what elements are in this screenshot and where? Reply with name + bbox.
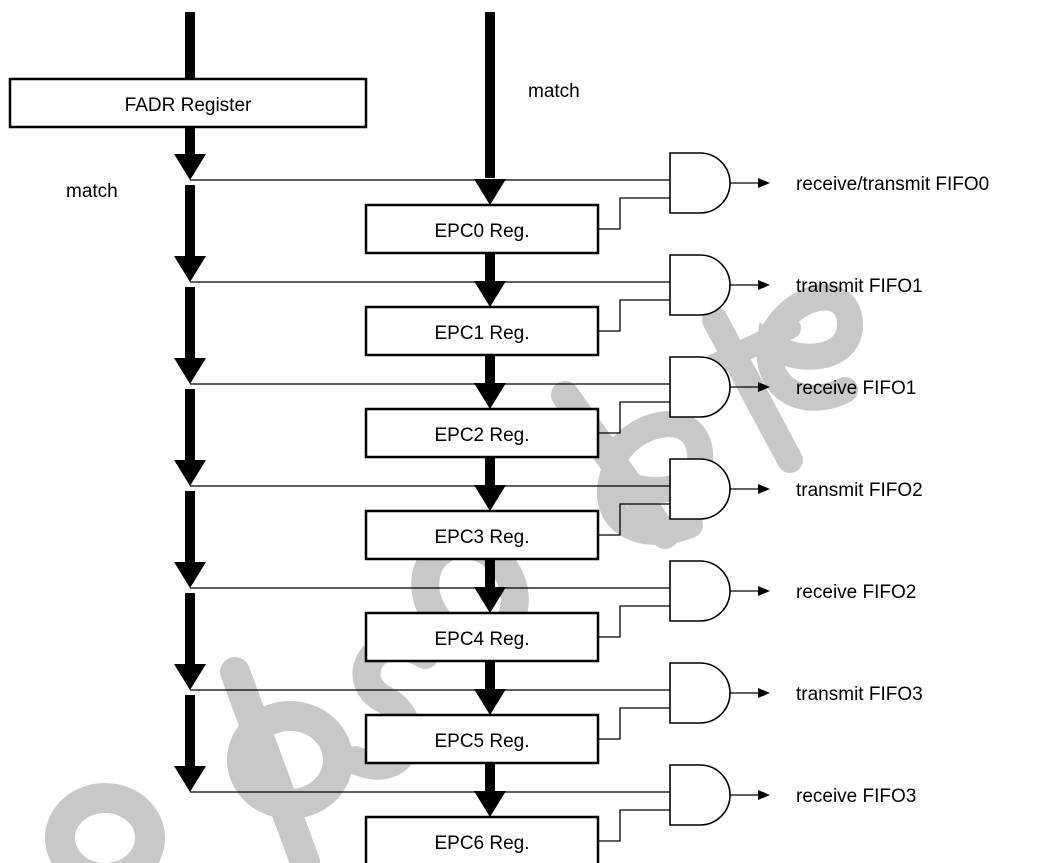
endpoint-row: EPC4 Reg. receive FIFO2 (190, 559, 916, 663)
endpoint-row: EPC6 Reg. receive FIFO3 (190, 763, 916, 863)
enable-wire (598, 503, 670, 536)
fifo-output-label: transmit FIFO1 (796, 276, 923, 297)
fifo-output-label: receive FIFO1 (796, 378, 916, 399)
left-bus-arrow-3 (174, 460, 206, 486)
and-gate (669, 662, 731, 724)
output-arrowhead (758, 280, 770, 290)
epc-register-label: EPC6 Reg. (434, 833, 529, 854)
fifo-output-label: receive FIFO3 (796, 786, 916, 807)
epc-register-box (364, 509, 600, 561)
and-gate (669, 560, 731, 622)
enable-wire (598, 707, 670, 740)
right-bus-arrow-6 (474, 791, 506, 817)
output-arrowhead (758, 586, 770, 596)
output-arrowhead (758, 382, 770, 392)
output-arrowhead (758, 688, 770, 698)
fifo-output-label: receive/transmit FIFO0 (796, 174, 989, 195)
endpoint-row: EPC0 Reg. receive/transmit FIFO0 (190, 152, 989, 255)
right-bus-arrow-1 (474, 281, 506, 307)
left-bus-arrow-1 (174, 256, 206, 282)
enable-wire (598, 809, 670, 842)
endpoint-row: EPC5 Reg. transmit FIFO3 (190, 661, 923, 765)
endpoint-row: EPC2 Reg. receive FIFO1 (190, 355, 916, 459)
match-label-top: match (528, 81, 580, 102)
and-gate (669, 458, 731, 520)
epc-register-label: EPC5 Reg. (434, 731, 529, 752)
and-gate (669, 152, 731, 214)
epc-register-label: EPC3 Reg. (434, 527, 529, 548)
right-bus-arrow-5 (474, 689, 506, 715)
and-gate (669, 764, 731, 826)
output-arrowhead (758, 790, 770, 800)
enable-wire (598, 605, 670, 638)
left-bus-arrow-2 (174, 358, 206, 384)
fifo-output-label: receive FIFO2 (796, 582, 916, 603)
output-arrowhead (758, 484, 770, 494)
right-bus-arrow-3 (474, 485, 506, 511)
enable-wire (598, 401, 670, 434)
enable-wire (598, 197, 670, 230)
fifo-output-label: transmit FIFO2 (796, 480, 923, 501)
fifo-output-label: transmit FIFO3 (796, 684, 923, 705)
endpoint-row: EPC1 Reg. transmit FIFO1 (190, 253, 923, 357)
left-bus-arrow-6 (174, 766, 206, 792)
epc-register-box (364, 203, 600, 255)
epc-register-box (364, 407, 600, 459)
epc-register-label: EPC4 Reg. (434, 629, 529, 650)
left-bus-arrow-0 (174, 154, 206, 180)
watermark-obsolete (45, 284, 864, 863)
left-bus-arrow-5 (174, 664, 206, 690)
fadr-register-box (8, 77, 368, 129)
fadr-register-label: FADR Register (125, 95, 252, 116)
right-bus-arrow-2 (474, 383, 506, 409)
epc-register-label: EPC0 Reg. (434, 221, 529, 242)
left-bus-arrow-4 (174, 562, 206, 588)
epc-register-label: EPC2 Reg. (434, 425, 529, 446)
match-label-left: match (66, 181, 118, 202)
and-gate (669, 356, 731, 418)
epc-register-label: EPC1 Reg. (434, 323, 529, 344)
right-bus-arrow-0 (474, 179, 506, 205)
and-gate (669, 254, 731, 316)
output-arrowhead (758, 178, 770, 188)
right-bus-arrow-4 (474, 587, 506, 613)
endpoint-row: EPC3 Reg. transmit FIFO2 (190, 457, 923, 561)
fadr-register: FADR Register (8, 77, 368, 129)
enable-wire (598, 299, 670, 332)
